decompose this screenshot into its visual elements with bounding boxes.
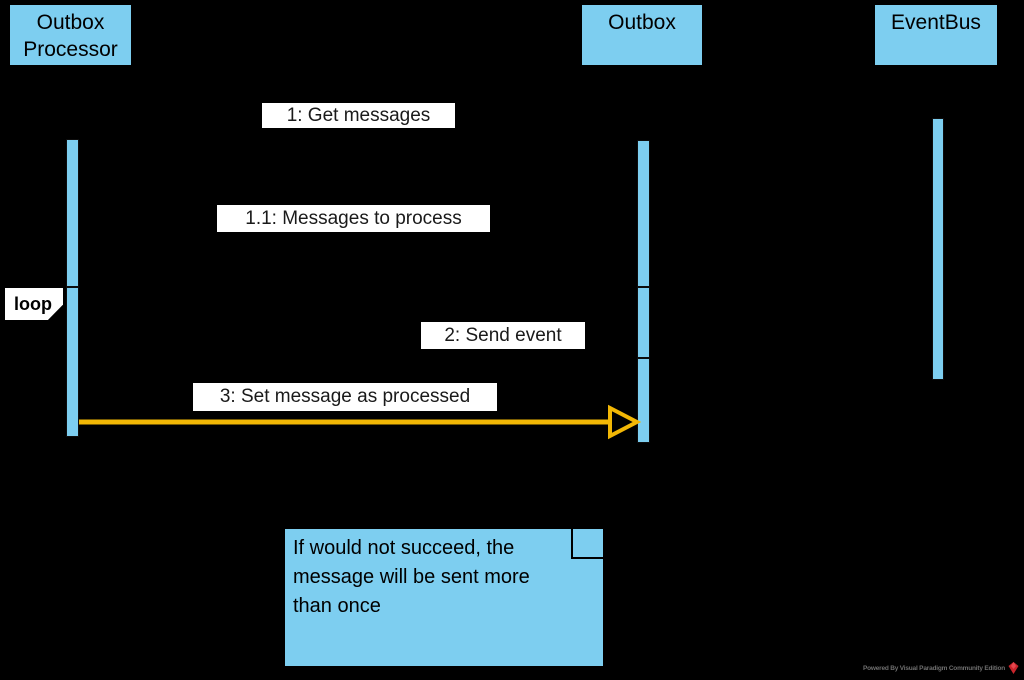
activation-bar-outbox-processor-2 xyxy=(66,287,79,437)
note-text-line: If would not succeed, the xyxy=(293,537,515,559)
message-label-1-1: 1.1: Messages to process xyxy=(217,205,490,232)
activation-bar-outbox-processor-1 xyxy=(66,139,79,287)
note: If would not succeed, the message will b… xyxy=(283,527,605,668)
actor-box-eventbus: EventBus xyxy=(873,3,999,67)
watermark: Powered By Visual Paradigm Community Edi… xyxy=(863,662,1019,674)
visual-paradigm-logo-icon xyxy=(1008,662,1019,674)
yellow-arrow-open-head-icon xyxy=(608,404,641,440)
loop-operator-label: loop xyxy=(14,294,52,314)
watermark-text: Powered By Visual Paradigm Community Edi… xyxy=(862,664,1005,672)
activation-bar-outbox-1 xyxy=(637,140,650,287)
note-folded-corner-icon xyxy=(571,529,603,559)
activation-bar-outbox-2 xyxy=(637,287,650,358)
activation-bar-eventbus xyxy=(932,118,944,380)
message-label-1: 1: Get messages xyxy=(262,103,455,128)
message-label-2: 2: Send event xyxy=(421,322,585,349)
actor-label-outbox: Outbox xyxy=(608,11,676,34)
yellow-arrow-message-3 xyxy=(79,404,641,440)
actor-box-outbox-processor: Outbox Processor xyxy=(8,3,133,67)
message-label-3: 3: Set message as processed xyxy=(193,383,497,411)
note-text-line: than once xyxy=(293,595,381,617)
actor-box-outbox: Outbox xyxy=(580,3,704,67)
actor-label-outbox-processor: Outbox Processor xyxy=(23,11,118,61)
loop-fragment-operator: loop xyxy=(5,288,63,320)
note-text-line: message will be sent more xyxy=(293,566,530,588)
actor-label-eventbus: EventBus xyxy=(891,11,981,34)
